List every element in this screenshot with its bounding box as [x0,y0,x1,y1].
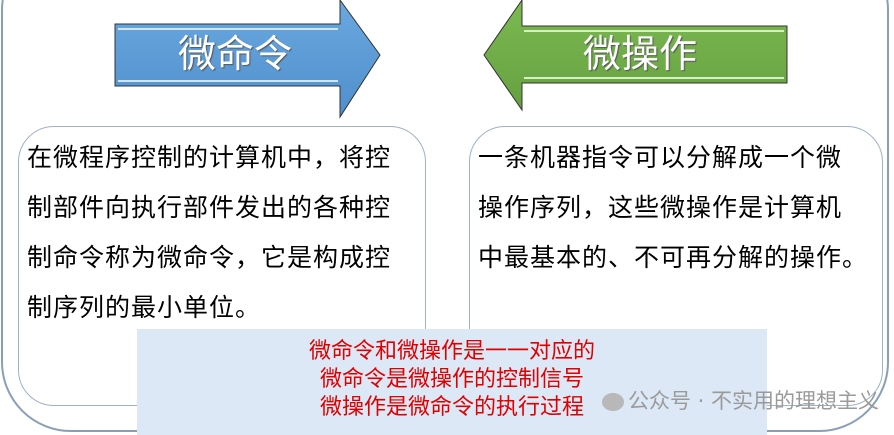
text-line: 中最基本的、不可再分解的操作。 [478,243,869,272]
text-line: 制序列的最小单位。 [27,293,262,322]
wechat-icon [602,393,624,411]
micro-operation-definition: 一条机器指令可以分解成一个微 操作序列，这些微操作是计算机 中最基本的、不可再分… [478,133,868,283]
arrows-layer [114,0,788,119]
micro-command-definition: 在微程序控制的计算机中，将控 制部件向执行部件发出的各种控 制命令称为微命令，它… [27,133,391,333]
summary-line: 微命令和微操作是一一对应的 [308,339,595,364]
relationship-summary: 微命令和微操作是一一对应的 微命令是微操作的控制信号 微操作是微命令的执行过程 [137,329,767,435]
micro-operation-label: 微操作 [583,32,698,76]
text-line: 操作序列，这些微操作是计算机 [478,193,843,222]
micro-command-label: 微命令 [178,32,293,76]
summary-line: 微操作是微命令的执行过程 [319,395,584,420]
summary-line: 微命令是微操作的控制信号 [319,367,584,392]
text-line: 制命令称为微命令，它是构成控 [27,243,392,272]
text-line: 制部件向执行部件发出的各种控 [27,193,392,222]
text-line: 一条机器指令可以分解成一个微 [478,143,843,172]
text-line: 在微程序控制的计算机中，将控 [27,143,392,172]
left-pointing-arrow [483,0,788,112]
watermark: 公众号 · 不实用的理想主义 [602,385,879,415]
watermark-text: 公众号 · 不实用的理想主义 [628,389,880,413]
